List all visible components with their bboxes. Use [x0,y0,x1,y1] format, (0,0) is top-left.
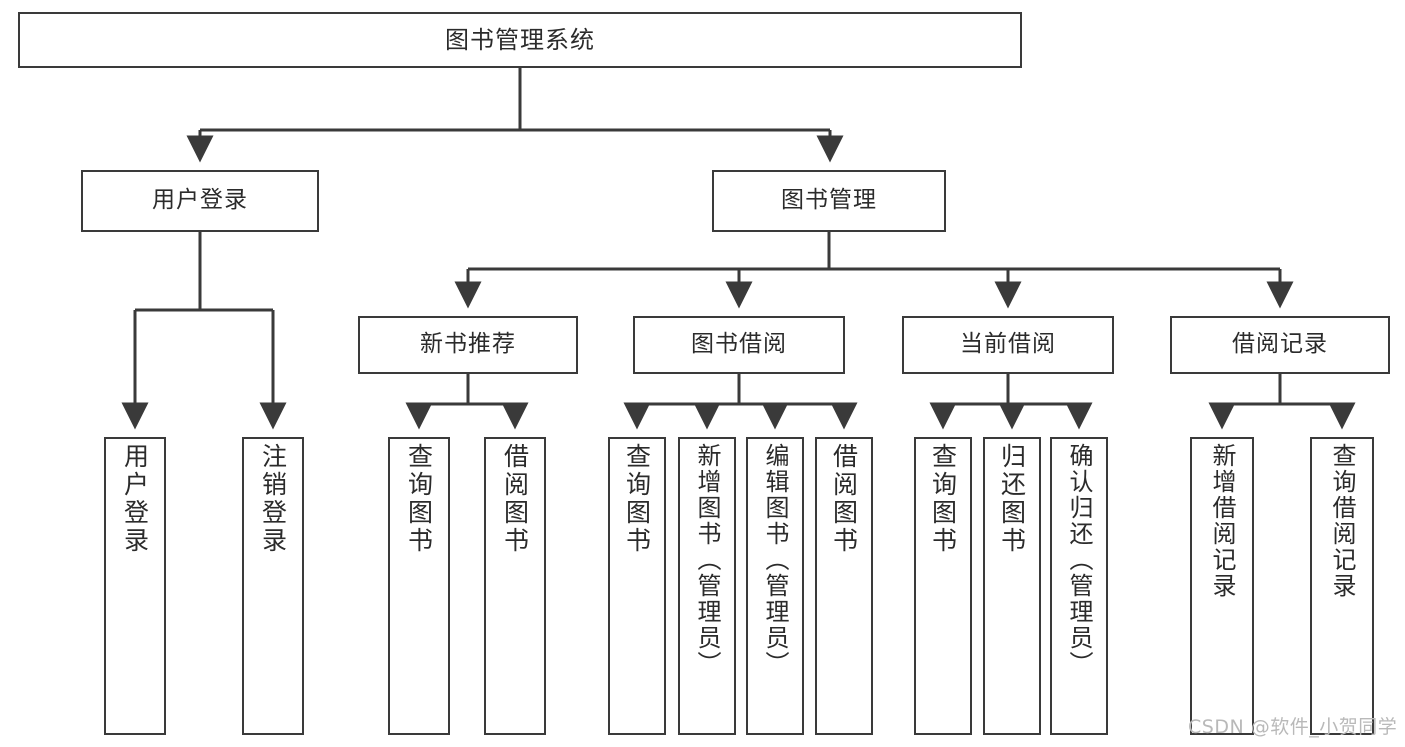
watermark-text: CSDN @软件_小贺同学 [1188,716,1398,738]
node-current-borrow[interactable]: 当前借阅 [902,316,1114,374]
node-leaf-query-book-1[interactable]: 查询图书 [388,437,450,735]
node-leaf-borrow-book-1-label: 借阅图书 [500,443,530,555]
node-user-login-label: 用户登录 [152,187,248,214]
node-borrow-record-label: 借阅记录 [1232,331,1328,358]
node-leaf-confirm-return[interactable]: 确认归还（管理员） [1050,437,1108,735]
node-leaf-return-book[interactable]: 归还图书 [983,437,1041,735]
node-leaf-borrow-book-1[interactable]: 借阅图书 [484,437,546,735]
node-leaf-query-book-1-label: 查询图书 [404,443,434,555]
node-leaf-query-record-label: 查询借阅记录 [1328,443,1356,599]
node-leaf-add-book[interactable]: 新增图书（管理员） [678,437,736,735]
node-leaf-return-book-label: 归还图书 [997,443,1027,555]
node-borrow-record[interactable]: 借阅记录 [1170,316,1390,374]
node-root[interactable]: 图书管理系统 [18,12,1022,68]
node-leaf-confirm-return-label: 确认归还（管理员） [1065,443,1093,677]
node-book-borrow-label: 图书借阅 [691,331,787,358]
node-leaf-edit-book-label: 编辑图书（管理员） [761,443,789,677]
node-leaf-add-book-label: 新增图书（管理员） [693,443,721,677]
node-leaf-query-book-2[interactable]: 查询图书 [608,437,666,735]
node-new-book-rec[interactable]: 新书推荐 [358,316,578,374]
node-leaf-borrow-book-2[interactable]: 借阅图书 [815,437,873,735]
node-leaf-query-record[interactable]: 查询借阅记录 [1310,437,1374,735]
node-leaf-user-login-label: 用户登录 [120,443,150,555]
node-root-label: 图书管理系统 [445,25,595,54]
node-leaf-user-logout[interactable]: 注销登录 [242,437,304,735]
node-leaf-user-logout-label: 注销登录 [258,443,288,555]
node-book-manage-label: 图书管理 [781,187,877,214]
node-leaf-edit-book[interactable]: 编辑图书（管理员） [746,437,804,735]
node-leaf-add-record[interactable]: 新增借阅记录 [1190,437,1254,735]
node-leaf-query-book-3-label: 查询图书 [928,443,958,555]
node-current-borrow-label: 当前借阅 [960,331,1056,358]
node-leaf-borrow-book-2-label: 借阅图书 [829,443,859,555]
node-book-manage[interactable]: 图书管理 [712,170,946,232]
node-leaf-query-book-2-label: 查询图书 [622,443,652,555]
node-leaf-user-login[interactable]: 用户登录 [104,437,166,735]
node-book-borrow[interactable]: 图书借阅 [633,316,845,374]
node-leaf-add-record-label: 新增借阅记录 [1208,443,1236,599]
node-user-login[interactable]: 用户登录 [81,170,319,232]
node-leaf-query-book-3[interactable]: 查询图书 [914,437,972,735]
node-new-book-rec-label: 新书推荐 [420,331,516,358]
